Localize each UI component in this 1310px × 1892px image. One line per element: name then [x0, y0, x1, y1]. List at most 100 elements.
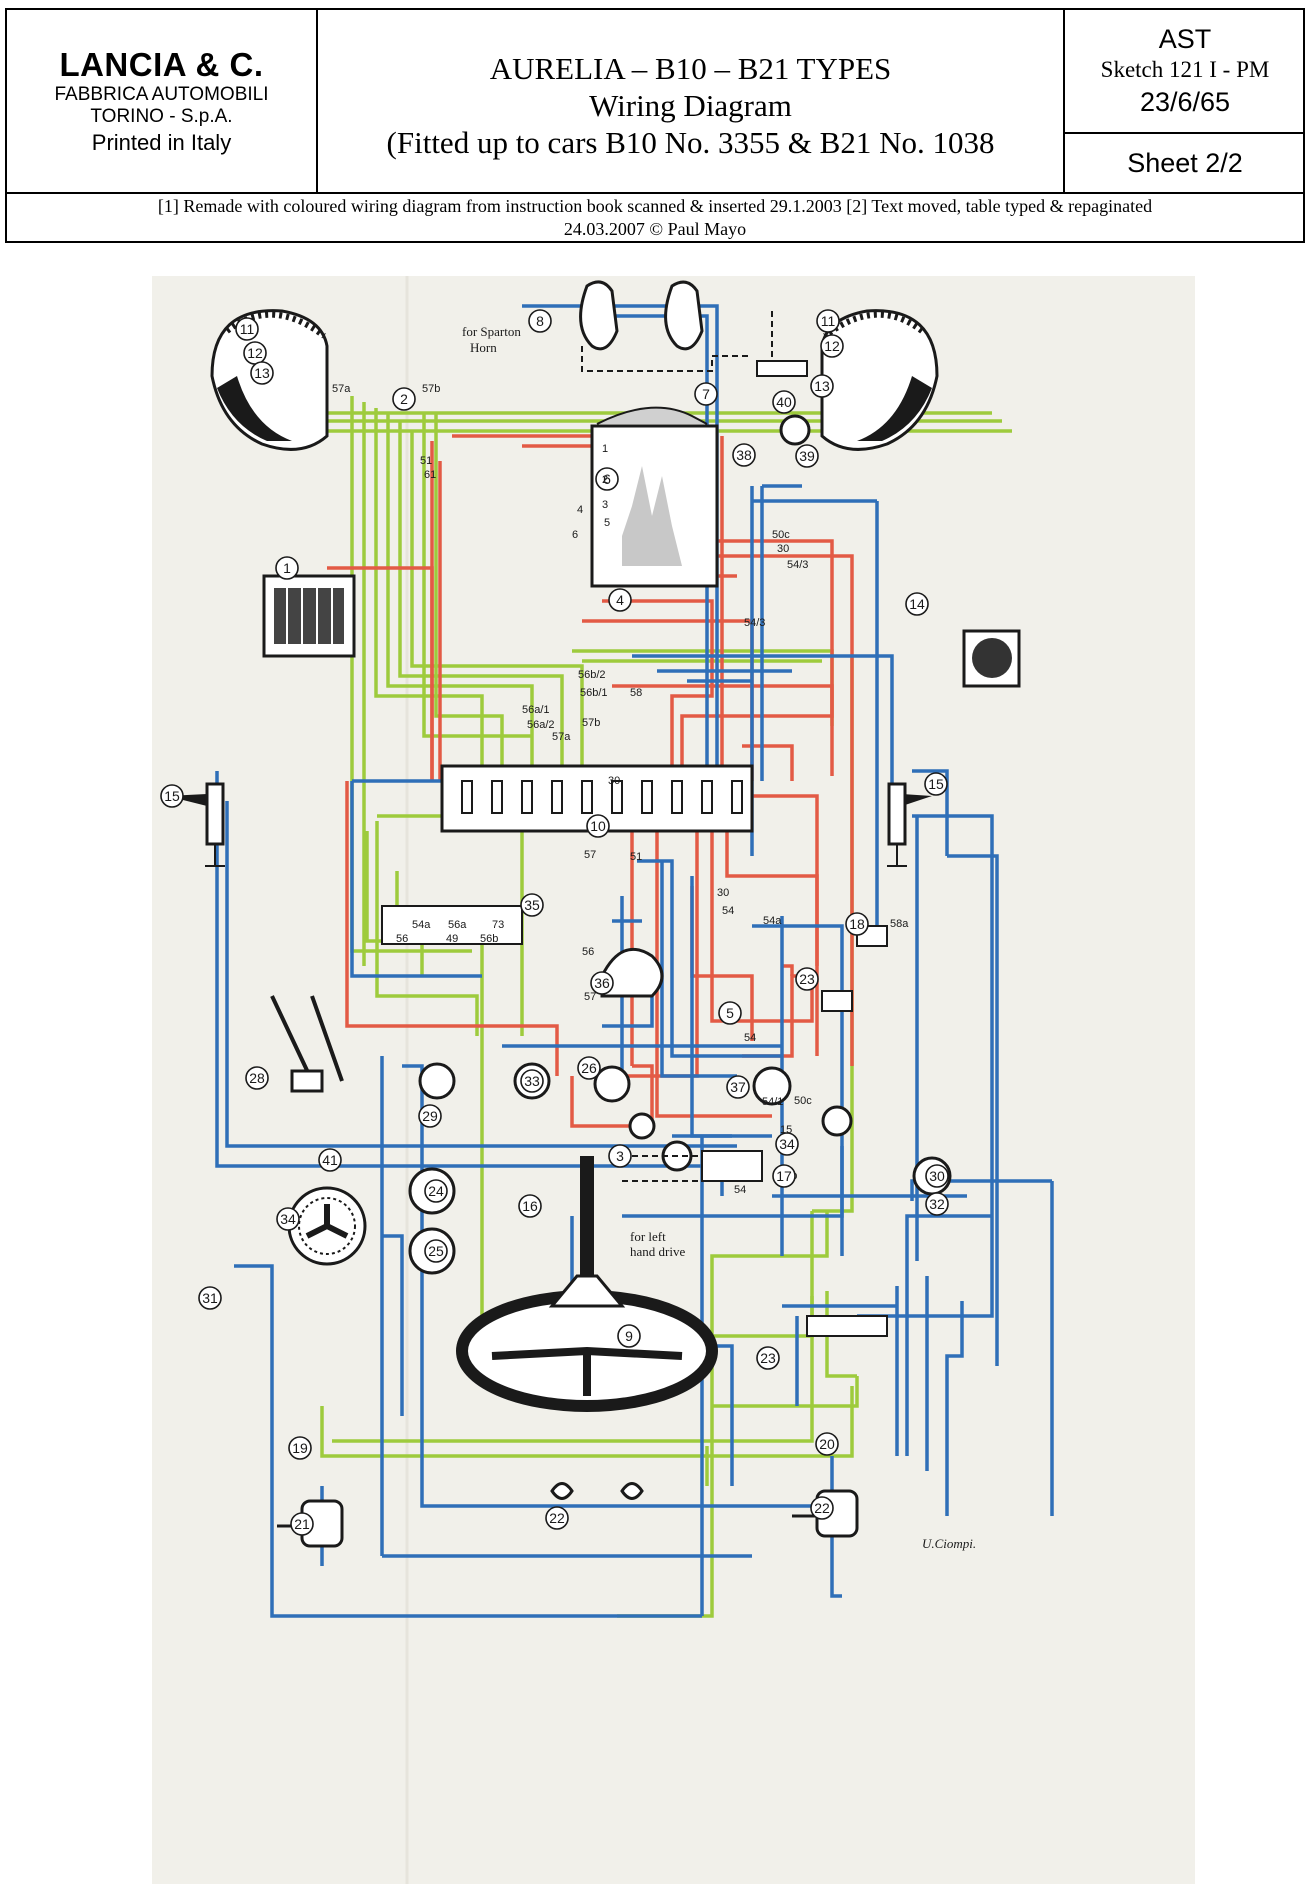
component-badge-circle	[820, 334, 844, 358]
annotation-sparton: for Sparton	[462, 324, 521, 339]
blue-wire	[602, 986, 654, 1028]
green-wire	[422, 413, 532, 738]
component-badge: 18	[845, 912, 869, 936]
horns	[579, 280, 808, 377]
blue-wire	[234, 1264, 702, 1618]
component-number: 23	[799, 971, 815, 987]
company-line-1: FABBRICA AUTOMOBILI	[54, 84, 269, 105]
component-number: 20	[819, 1436, 835, 1452]
component-number: 3	[616, 1148, 624, 1164]
component-badge: 37	[726, 1075, 750, 1099]
component-badge-circle	[198, 1286, 222, 1310]
wire-terminal-label: 56a	[448, 919, 467, 931]
component-badge-circle	[392, 387, 416, 411]
component-number: 39	[799, 448, 815, 464]
component-number: 11	[240, 321, 255, 337]
dimmer-switch	[600, 947, 664, 998]
sheet-number: Sheet 2/2	[1127, 148, 1243, 178]
wire-terminal-label: 54a	[412, 919, 431, 931]
component-number: 29	[422, 1108, 438, 1124]
revision-notes: [1] Remade with coloured wiring diagram …	[7, 194, 1303, 244]
component-badge-circle	[250, 361, 274, 385]
component-badge: 36	[590, 971, 614, 995]
notes-line-2: 24.03.2007 © Paul Mayo	[563, 219, 747, 239]
component-badge-circle	[925, 1192, 949, 1216]
component-number: 37	[730, 1079, 746, 1095]
component-badge-circle	[424, 1239, 448, 1263]
blue-wire	[350, 781, 482, 978]
green-wire	[398, 421, 564, 781]
wire-terminal-label: 50c	[772, 529, 790, 541]
component-number: 7	[702, 386, 710, 402]
component-number: 12	[247, 345, 263, 361]
component-badge-circle	[275, 556, 299, 580]
component-number: 16	[522, 1198, 538, 1214]
component-badge-circle	[424, 1179, 448, 1203]
wire-terminal-label: 54	[722, 905, 734, 917]
wire-terminal-label: 51	[630, 851, 642, 863]
speaker	[962, 629, 1021, 688]
component-badge-circle	[726, 1075, 750, 1099]
component-badge-circle	[245, 1066, 269, 1090]
title-cell: AURELIA – B10 – B21 TYPES Wiring Diagram…	[318, 10, 1065, 192]
component-number: 32	[929, 1196, 945, 1212]
blue-wire	[592, 304, 719, 776]
component-number: 25	[428, 1243, 444, 1259]
dash-terminal-number: 2	[602, 474, 608, 486]
component-badge-circle	[520, 893, 544, 917]
reference-cell: AST Sketch 121 I - PM 23/6/65 Sheet 2/2	[1065, 10, 1305, 192]
component-number: 6	[603, 471, 611, 487]
blue-wire	[602, 314, 709, 781]
component-badge: 16	[518, 1194, 542, 1218]
component-badge: 34	[775, 1132, 799, 1156]
steering-wheel	[456, 1156, 718, 1412]
component-badge: 4	[608, 588, 632, 612]
component-badge: 15	[160, 784, 184, 808]
component-badge-circle	[905, 592, 929, 616]
blue-wire	[382, 1234, 404, 1416]
wire-terminal-label: 56a/1	[522, 704, 550, 716]
lamp-42	[779, 414, 811, 446]
component-badge: 30	[925, 1164, 949, 1188]
wire-terminal-label: 61	[424, 469, 436, 481]
component-number: 13	[814, 378, 830, 394]
component-badge: 40	[772, 390, 796, 414]
component-badge-circle	[608, 588, 632, 612]
component-number: 4	[616, 592, 624, 608]
component-number: 2	[400, 391, 408, 407]
dash-terminal-number: 4	[577, 504, 583, 516]
wire-terminal-label: 50c	[794, 1095, 812, 1107]
wire-terminal-label: 57b	[422, 383, 440, 395]
green-wire	[386, 413, 534, 781]
component-badge-circle	[815, 1432, 839, 1456]
annotation-left-hand-1: for left	[630, 1229, 666, 1244]
blue-wire	[637, 859, 782, 1058]
lamp-30	[593, 1065, 631, 1103]
component-badge-circle	[816, 309, 840, 333]
blue-wire	[947, 854, 999, 1366]
component-badge-circle	[617, 1324, 641, 1348]
component-number: 19	[292, 1440, 308, 1456]
component-badge: 5	[718, 1001, 742, 1025]
wire-terminal-label: 54	[734, 1184, 746, 1196]
component-badge: 12	[243, 341, 267, 365]
red-wire	[710, 796, 767, 1023]
wire-terminal-label: 56a/2	[527, 719, 555, 731]
blue-wire	[905, 1214, 992, 1456]
component-badge: 23	[756, 1346, 780, 1370]
wire-terminal-label: 54/3	[744, 617, 765, 629]
title-row: LANCIA & C. FABBRICA AUTOMOBILI TORINO -…	[7, 10, 1305, 194]
wiring-diagram-svg: for Sparton Horn for left hand drive U.C…	[152, 276, 1195, 1884]
wire-terminal-label: 57	[584, 991, 596, 1003]
component-number: 13	[254, 365, 270, 381]
component-badge-circle	[518, 1194, 542, 1218]
wire-terminal-label: 54	[744, 1032, 756, 1044]
wire-terminal-label: 54/3	[787, 559, 808, 571]
component-badge-circle	[586, 814, 610, 838]
red-wire	[782, 964, 794, 976]
component-badge-circle	[772, 390, 796, 414]
component-number: 15	[928, 776, 944, 792]
wire-terminal-label: 54/1	[762, 1096, 783, 1108]
side-lamp-right	[887, 782, 932, 867]
